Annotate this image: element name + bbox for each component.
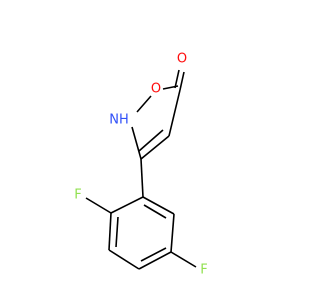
bond-c5-c4 [168, 89, 181, 137]
bond-c5-carbonyl-double [174, 69, 180, 89]
atom-label-nh: NH [109, 113, 129, 128]
bond-phenyl-c2-c3-double [115, 216, 119, 248]
atom-label-ring-oxygen: O [151, 82, 161, 97]
atom-label-fluorine-top: F [74, 188, 81, 203]
bond-c5-carbonyl [179, 71, 185, 91]
bond-phenyl-c3-c4 [108, 249, 140, 270]
bond-phenyl-c1-c2 [110, 196, 144, 214]
molecule-canvas: O O NH F F [74, 51, 208, 278]
bond-phenyl-c5-c6 [170, 213, 175, 253]
atom-label-fluorine-bottom: F [200, 263, 207, 278]
atom-label-carbonyl-oxygen: O [177, 52, 187, 67]
bond-c3-phenyl [140, 158, 144, 198]
bond-phenyl-c6-c1 [142, 196, 175, 215]
bond-c4-c3 [140, 135, 170, 160]
molecule-structure: O O NH F F [74, 52, 207, 278]
bond-phenyl-c4-c5 [138, 251, 172, 270]
bond-c3-n [131, 126, 142, 160]
bond-c4-c3-double [138, 129, 164, 152]
bond-phenyl-c4-c5-double [140, 247, 167, 262]
bond-c2-fluorine [85, 197, 112, 214]
bond-c5-fluorine [170, 251, 197, 268]
bond-phenyl-c2-c3 [108, 212, 112, 251]
bond-o-n [136, 95, 152, 113]
bond-phenyl-c6-c1-double [143, 204, 167, 219]
